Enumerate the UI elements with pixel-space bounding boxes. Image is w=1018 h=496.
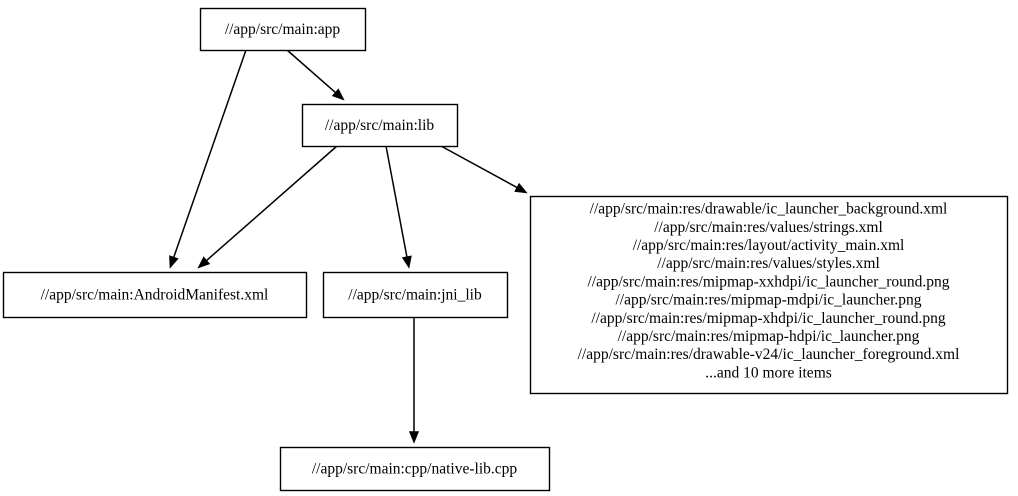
node-box[interactable] (279, 446, 551, 492)
node-label-line: //app/src/main:res/mipmap-xhdpi/ic_launc… (591, 310, 946, 327)
node-label-line: //app/src/main:jni_lib (348, 286, 482, 303)
arrow-head-icon (197, 256, 211, 269)
graph-node-app[interactable]: //app/src/main:app (199, 7, 367, 52)
node-label-line: //app/src/main:res/layout/activity_main.… (633, 237, 905, 254)
graph-edge-app-to-lib (286, 49, 345, 101)
node-label: //app/src/main:app (225, 21, 341, 38)
arrow-head-icon (169, 255, 179, 269)
edge-line (385, 145, 408, 259)
graph-node-manifest[interactable]: //app/src/main:AndroidManifest.xml (2, 271, 308, 319)
node-box[interactable] (529, 195, 1009, 395)
node-label-line: //app/src/main:res/values/strings.xml (654, 219, 883, 236)
graph-edge-lib-to-manifest (197, 145, 338, 269)
arrow-head-icon (408, 431, 420, 444)
node-box[interactable] (322, 271, 509, 319)
node-label: //app/src/main:jni_lib (348, 286, 482, 303)
graph-node-lib[interactable]: //app/src/main:lib (301, 103, 459, 148)
node-label-line: //app/src/main:res/mipmap-xxhdpi/ic_laun… (587, 273, 949, 290)
node-label-line: //app/src/main:res/mipmap-mdpi/ic_launch… (615, 292, 921, 309)
node-box[interactable] (301, 103, 459, 148)
graph-edge-app-to-manifest (169, 49, 247, 269)
graph-node-resources[interactable]: //app/src/main:res/drawable/ic_launcher_… (529, 195, 1009, 395)
edge-line (205, 145, 338, 262)
node-label-line: //app/src/main:app (225, 21, 341, 38)
node-label-line: //app/src/main:res/drawable-v24/ic_launc… (578, 346, 960, 363)
node-label: //app/src/main:AndroidManifest.xml (41, 286, 269, 303)
edge-line (172, 49, 247, 259)
node-label-line: //app/src/main:res/drawable/ic_launcher_… (590, 201, 948, 218)
node-label-line: ...and 10 more items (705, 364, 832, 381)
graph-edge-jni_lib-to-native_lib (408, 317, 420, 444)
graph-node-jni_lib[interactable]: //app/src/main:jni_lib (322, 271, 509, 319)
node-label-line: //app/src/main:lib (325, 117, 435, 134)
arrow-head-icon (401, 255, 412, 269)
node-label: //app/src/main:res/drawable/ic_launcher_… (578, 201, 960, 382)
node-box[interactable] (199, 7, 367, 52)
edge-line (440, 145, 519, 189)
node-label-line: //app/src/main:res/mipmap-hdpi/ic_launch… (618, 328, 920, 345)
graph-node-native_lib[interactable]: //app/src/main:cpp/native-lib.cpp (279, 446, 551, 492)
nodes-layer: //app/src/main:app //app/src/main:lib //ap… (2, 7, 1009, 492)
node-label-line: //app/src/main:res/values/styles.xml (657, 255, 880, 272)
node-label: //app/src/main:cpp/native-lib.cpp (312, 460, 518, 477)
edges-layer (169, 49, 528, 444)
node-label-line: //app/src/main:AndroidManifest.xml (41, 286, 269, 303)
node-label-line: //app/src/main:cpp/native-lib.cpp (312, 460, 518, 477)
arrow-head-icon (514, 182, 528, 194)
graph-edge-lib-to-jni_lib (385, 145, 412, 269)
node-box[interactable] (2, 271, 308, 319)
graph-edge-lib-to-resources (440, 145, 528, 194)
edge-line (286, 49, 337, 94)
node-label: //app/src/main:lib (325, 117, 435, 134)
arrow-head-icon (331, 88, 345, 101)
